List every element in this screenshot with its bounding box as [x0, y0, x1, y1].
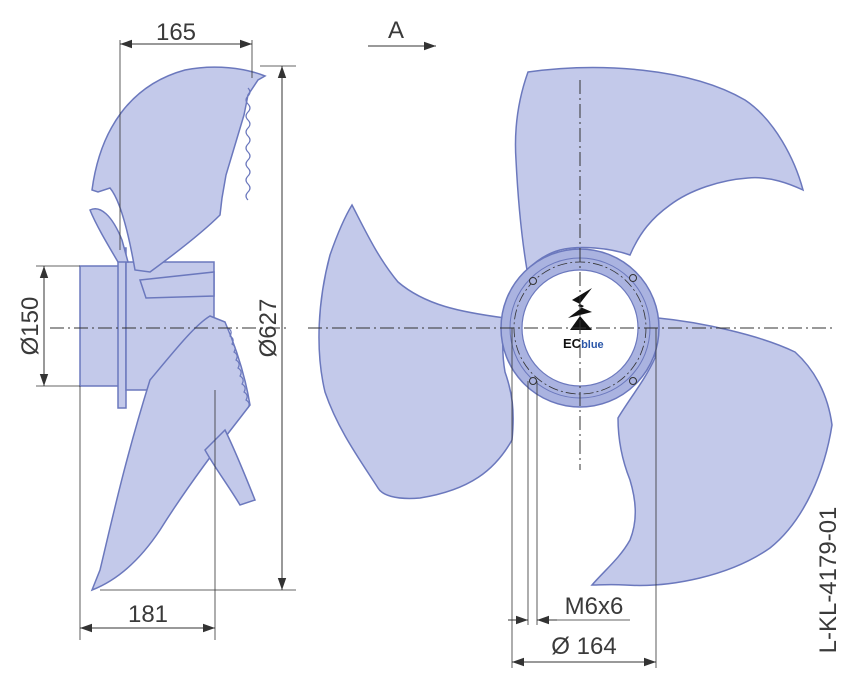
side-blade-lower — [90, 315, 251, 592]
bolt-hole — [629, 377, 637, 385]
side-motor-body — [79, 265, 121, 387]
side-spoke — [138, 271, 215, 299]
dim-150-label: Ø150 — [17, 297, 44, 356]
front-blade-right — [590, 317, 833, 587]
logo-ec-text: EC — [563, 336, 582, 351]
front-blade-top — [514, 66, 805, 272]
dim-m6-label: M6x6 — [565, 593, 624, 620]
dim-627-label: Ø627 — [255, 299, 282, 358]
dim-165-label: 165 — [156, 19, 196, 46]
side-view: 165 181 Ø150 Ø627 — [17, 19, 296, 640]
side-blade-upper — [91, 66, 267, 273]
side-blade-lower-fin — [204, 428, 256, 506]
front-view: ECblue M6x6 Ø 164 — [308, 66, 833, 668]
logo-ec: ECblue — [563, 336, 604, 351]
side-blade-lower-edge — [227, 327, 250, 409]
view-label: A — [388, 17, 404, 44]
side-blade-fin — [89, 208, 129, 263]
dim-181-label: 181 — [128, 601, 168, 628]
bolt-hole — [529, 277, 537, 285]
drawing-id: L-KL-4179-01 — [815, 507, 842, 654]
dim-164-label: Ø 164 — [551, 633, 616, 660]
bolt-hole — [629, 274, 637, 282]
side-blade-upper-edge — [245, 87, 251, 201]
logo-blue-text: blue — [581, 339, 604, 351]
logo-triangle — [570, 316, 592, 330]
front-blade-left — [318, 203, 514, 500]
bolt-hole — [529, 377, 537, 385]
ecblue-logo: ECblue — [563, 288, 604, 351]
view-a-indicator: A — [368, 17, 436, 51]
